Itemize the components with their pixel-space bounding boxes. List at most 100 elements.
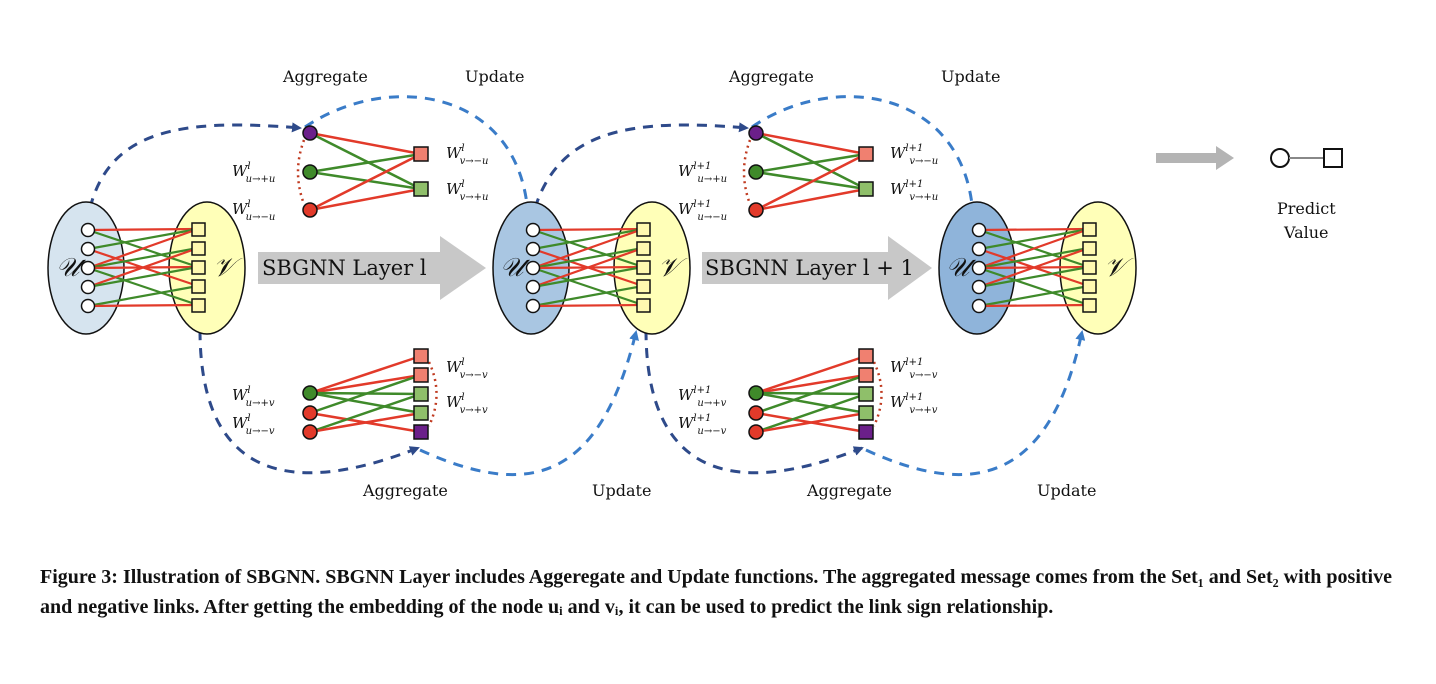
update-label-bottom-2: Update [1037, 481, 1096, 500]
negative-square [413, 367, 429, 383]
update-label-top-1: Update [465, 67, 524, 86]
aggregate-label-bottom-1: Aggregate [362, 481, 448, 500]
purple-node [748, 125, 764, 141]
negative-square [858, 348, 874, 364]
v-node [636, 241, 651, 256]
u-node [971, 279, 987, 295]
flow-in-u-1 [88, 122, 302, 209]
positive-square [413, 181, 429, 197]
predict-arrow [1156, 146, 1234, 170]
u-node [80, 298, 96, 314]
u-node [971, 222, 987, 238]
v-node [636, 222, 651, 237]
flow-in-v-1 [198, 329, 420, 475]
layer-2-label: SBGNN Layer l + 1 [705, 256, 914, 280]
update-label-top-2: Update [941, 67, 1000, 86]
u-node [80, 241, 96, 257]
positive-square [413, 386, 429, 402]
positive-node [748, 385, 764, 401]
bipartite-graph-1: 𝒰 𝒱 [47, 201, 246, 335]
flow-out-v-1 [419, 330, 639, 477]
negative-node [302, 424, 318, 440]
negative-square [413, 146, 429, 162]
v-node [1082, 279, 1097, 294]
predict-label-line2: Value [1283, 223, 1329, 242]
bipartite-graph-2: 𝒰 𝒱 [492, 201, 691, 335]
flow-out-u-2 [751, 95, 978, 217]
u-node [80, 260, 96, 276]
negative-square [858, 367, 874, 383]
layer-1-label: SBGNN Layer l [262, 256, 427, 280]
v-node [1082, 241, 1097, 256]
predict-v-node [1323, 148, 1343, 168]
flow-out-u-1 [304, 95, 533, 217]
flow-in-u-2 [533, 122, 749, 209]
v-node [191, 279, 206, 294]
negative-node [302, 202, 318, 218]
positive-node [302, 164, 318, 180]
aggregate-label-bottom-2: Aggregate [806, 481, 892, 500]
predict-u-node [1270, 148, 1290, 168]
v-node [191, 222, 206, 237]
u-node [525, 222, 541, 238]
u-node [525, 298, 541, 314]
u-node [971, 260, 987, 276]
positive-node [302, 385, 318, 401]
update-label-bottom-1: Update [592, 481, 651, 500]
v-node [191, 241, 206, 256]
purple-square [858, 424, 874, 440]
u-node [525, 279, 541, 295]
layer-arrow-1: SBGNN Layer l [258, 236, 486, 300]
v-node [191, 260, 206, 275]
v-node [1082, 222, 1097, 237]
v-node [636, 279, 651, 294]
flow-out-v-2 [865, 330, 1086, 477]
u-node [971, 298, 987, 314]
sbgnn-diagram: Aggregate Update Aggregate Update Aggreg… [47, 67, 1343, 500]
u-node [525, 241, 541, 257]
flow-in-v-2 [644, 329, 864, 475]
figure-caption: Figure 3: Illustration of SBGNN. SBGNN L… [40, 566, 1392, 618]
negative-node [748, 202, 764, 218]
u-node [525, 260, 541, 276]
negative-node [748, 424, 764, 440]
positive-square [413, 405, 429, 421]
negative-square [413, 348, 429, 364]
purple-node [302, 125, 318, 141]
predict-label-line1: Predict [1277, 199, 1336, 218]
u-node [971, 241, 987, 257]
layer-arrow-2: SBGNN Layer l + 1 [702, 236, 932, 300]
v-node [1082, 298, 1097, 313]
aggregate-label-top-2: Aggregate [728, 67, 814, 86]
v-node [636, 260, 651, 275]
flow-curves [88, 95, 1086, 477]
v-node [191, 298, 206, 313]
u-node [80, 279, 96, 295]
v-node [1082, 260, 1097, 275]
aggregate-label-top-1: Aggregate [282, 67, 368, 86]
positive-square [858, 386, 874, 402]
purple-square [413, 424, 429, 440]
u-node [80, 222, 96, 238]
negative-square [858, 146, 874, 162]
predict-section: Predict Value [1156, 146, 1343, 242]
